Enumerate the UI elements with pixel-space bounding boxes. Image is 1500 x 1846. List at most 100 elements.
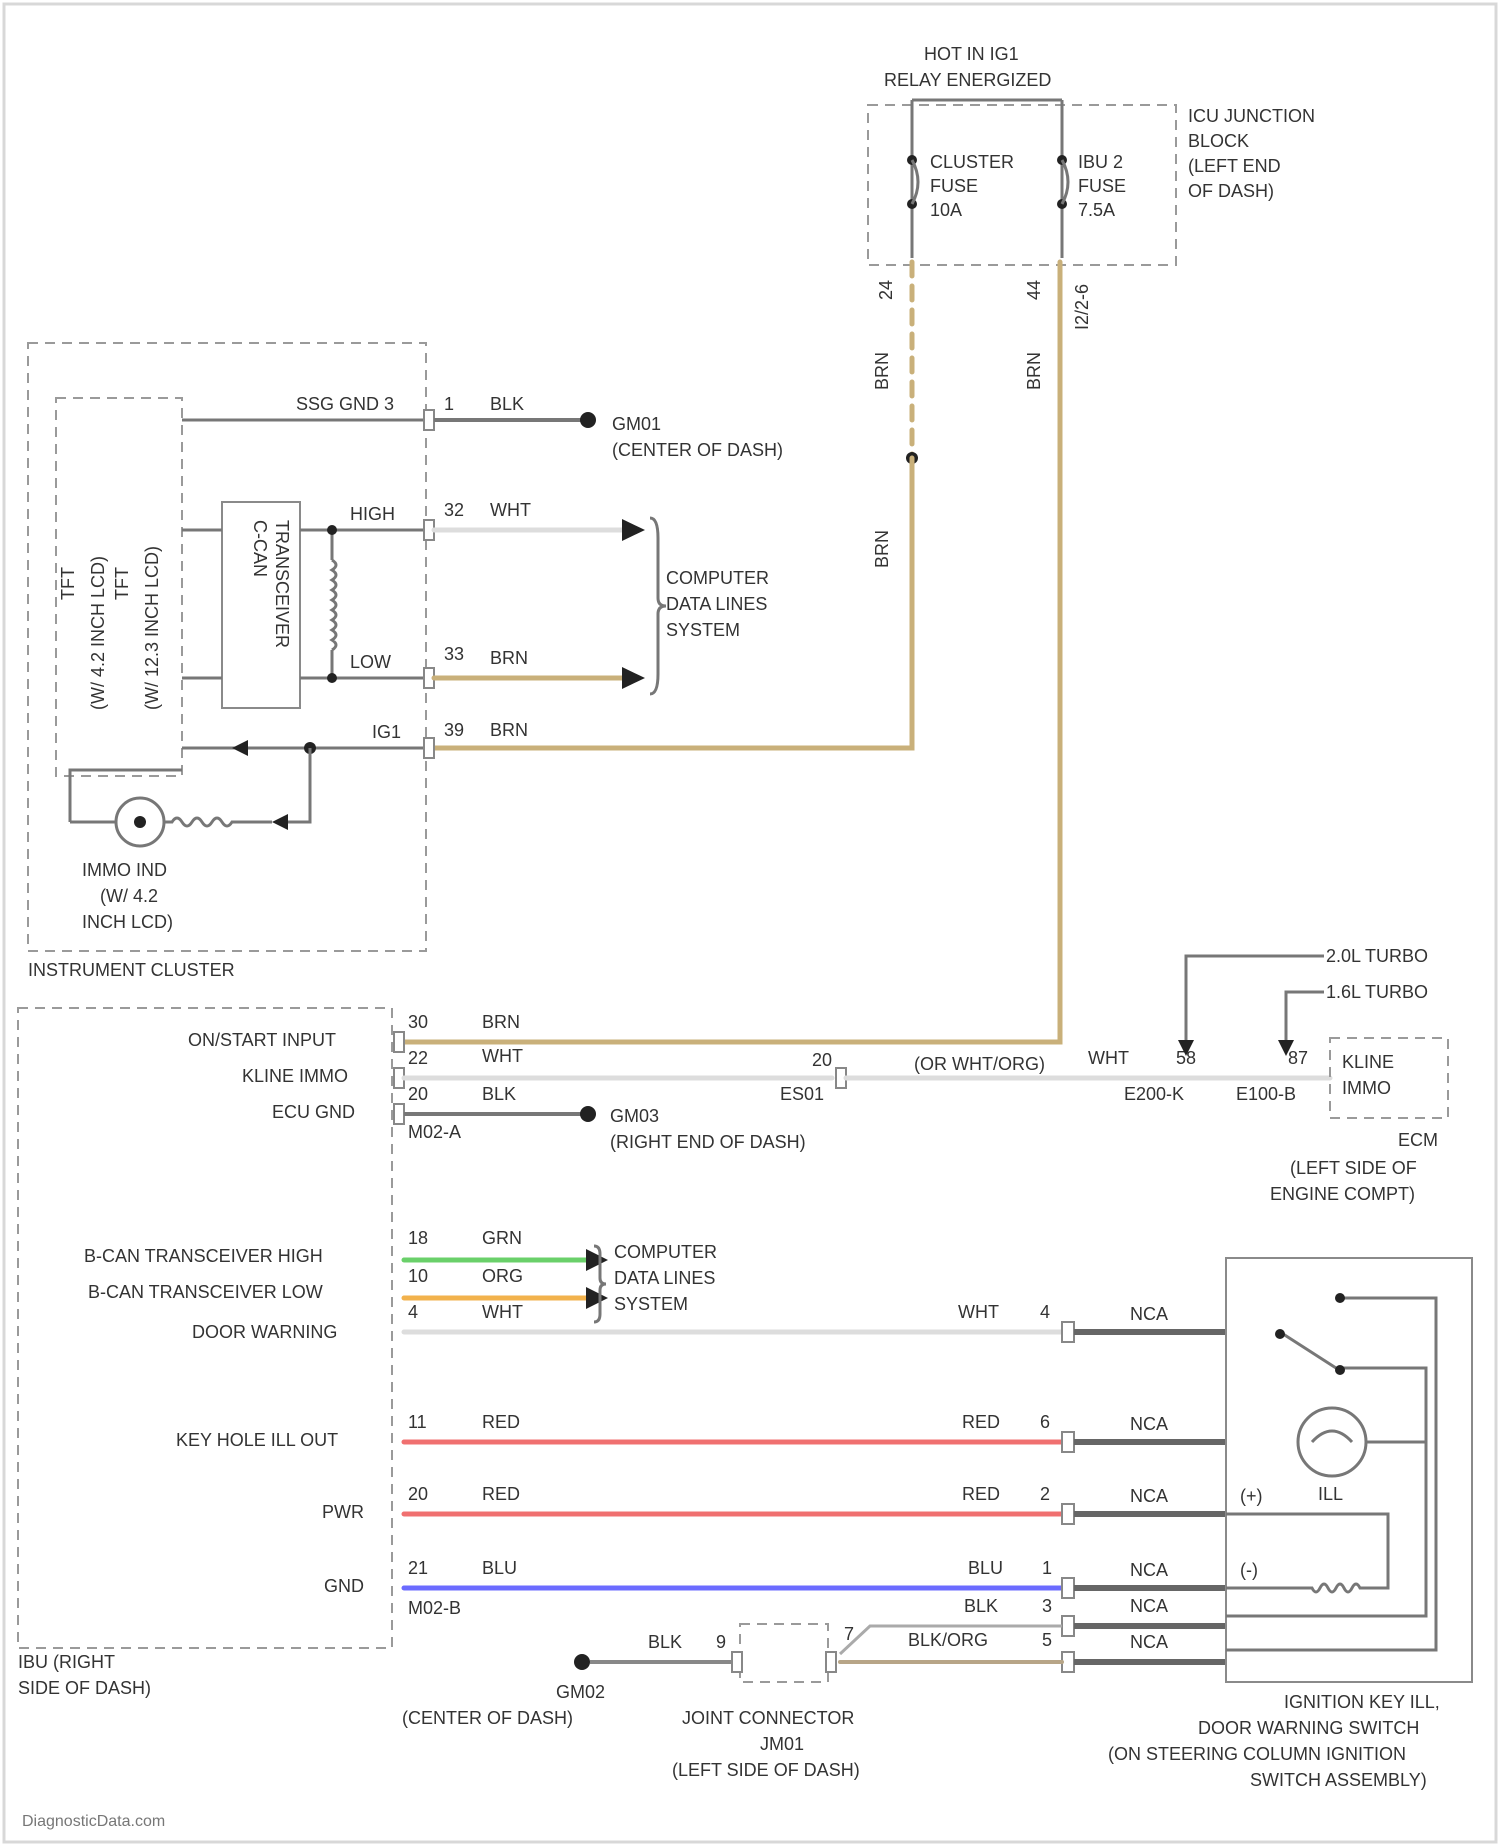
m02b-label: M02-B	[408, 1598, 461, 1618]
computer-data-lines-label: DATA LINES	[666, 594, 767, 614]
nca-label: NCA	[1130, 1304, 1168, 1324]
ibu-fuse-label: IBU 2	[1078, 152, 1123, 172]
icu-jb-label-3: (LEFT END	[1188, 156, 1281, 176]
pin-number: 87	[1288, 1048, 1308, 1068]
joint-connector-label: JM01	[760, 1734, 804, 1754]
b-can-low-label: B-CAN TRANSCEIVER LOW	[88, 1282, 323, 1302]
immo-ind-label: INCH LCD)	[82, 912, 173, 932]
ill-label: ILL	[1318, 1484, 1343, 1504]
pin-number: 6	[1040, 1412, 1050, 1432]
wire-label-brn: BRN	[490, 648, 528, 668]
pin-number: 2	[1040, 1484, 1050, 1504]
relay-energized-label: RELAY ENERGIZED	[884, 70, 1051, 90]
switch-label: DOOR WARNING SWITCH	[1198, 1718, 1419, 1738]
gm03-location: (RIGHT END OF DASH)	[610, 1132, 806, 1152]
switch-label: SWITCH ASSEMBLY)	[1250, 1770, 1427, 1790]
pin-number: 18	[408, 1228, 428, 1248]
pin-number: 4	[408, 1302, 418, 1322]
ecu-gnd-label: ECU GND	[272, 1102, 355, 1122]
connector-pin	[732, 1652, 742, 1672]
pin-number: 5	[1042, 1630, 1052, 1650]
gm01-location: (CENTER OF DASH)	[612, 440, 783, 460]
pin-number: 9	[716, 1632, 726, 1652]
es01-label: ES01	[780, 1084, 824, 1104]
pin-number: 7	[844, 1624, 854, 1644]
or-wht-org-label: (OR WHT/ORG)	[914, 1054, 1045, 1074]
instrument-cluster-label: INSTRUMENT CLUSTER	[28, 960, 235, 980]
connector-pin	[1062, 1504, 1074, 1524]
wire-label-red: RED	[482, 1484, 520, 1504]
tft-to-transceiver	[182, 530, 222, 678]
pin-number: 11	[408, 1412, 427, 1432]
pin-number: 10	[408, 1266, 428, 1286]
wire-label-grn: GRN	[482, 1228, 522, 1248]
ecm-location: (LEFT SIDE OF	[1290, 1158, 1417, 1178]
gm01-label: GM01	[612, 414, 661, 434]
tft-label: TFT	[58, 567, 78, 600]
icu-jb-label-2: BLOCK	[1188, 131, 1249, 151]
connector-pin	[424, 410, 434, 430]
immo-ind-label: (W/ 4.2	[100, 886, 158, 906]
wire-label-brn: BRN	[482, 1012, 520, 1032]
pin-number: 3	[1042, 1596, 1052, 1616]
immo-resistor	[70, 818, 272, 826]
arrow-icon	[622, 667, 645, 689]
switch-contact	[1275, 1329, 1285, 1339]
nca-label: NCA	[1130, 1632, 1168, 1652]
cluster-fuse-label: FUSE	[930, 176, 978, 196]
wire-label-red: RED	[962, 1412, 1000, 1432]
icu-junction-block	[868, 105, 1176, 265]
terminal-44: 44	[1024, 280, 1044, 300]
pin-number: 20	[812, 1050, 832, 1070]
connector-pin	[1062, 1578, 1074, 1598]
joint-connector-label: (LEFT SIDE OF DASH)	[672, 1760, 860, 1780]
pin-number: 4	[1040, 1302, 1050, 1322]
connector-pin	[1062, 1432, 1074, 1452]
ssg-gnd-label: SSG GND 3	[296, 394, 394, 414]
immo-indicator-center	[134, 816, 146, 828]
pin-number: 39	[444, 720, 464, 740]
gm02-label: GM02	[556, 1682, 605, 1702]
pin-number: 33	[444, 644, 464, 664]
e100b-label: E100-B	[1236, 1084, 1296, 1104]
ibu-label: IBU (RIGHT	[18, 1652, 115, 1672]
wire-label-wht: WHT	[958, 1302, 999, 1322]
arrow-icon	[232, 740, 248, 756]
pin-number: 20	[408, 1484, 428, 1504]
connector-pin	[424, 738, 434, 758]
termination-resistor-icon	[332, 560, 336, 650]
c-can-label: TRANSCEIVER	[272, 520, 292, 648]
terminal-24: 24	[876, 280, 896, 300]
ground-gm02-icon	[574, 1654, 590, 1670]
gnd-label: GND	[324, 1576, 364, 1596]
computer-data-lines-label: COMPUTER	[666, 568, 769, 588]
computer-data-lines-label: SYSTEM	[666, 620, 740, 640]
connector-pin	[394, 1032, 404, 1052]
m02a-label: M02-A	[408, 1122, 461, 1142]
wire-label-brn: BRN	[1024, 352, 1044, 390]
pin-number: 20	[408, 1084, 428, 1104]
switch-contact	[1335, 1365, 1345, 1375]
wire-label-blk: BLK	[964, 1596, 998, 1616]
kline-label: IMMO	[1342, 1078, 1391, 1098]
watermark: DiagnosticData.com	[22, 1813, 165, 1830]
e200k-label: E200-K	[1124, 1084, 1184, 1104]
arrow-icon	[622, 519, 645, 541]
pin-number: 1	[444, 394, 454, 414]
wire-label-wht: WHT	[490, 500, 531, 520]
diagram-frame	[4, 4, 1496, 1842]
arrow-icon	[586, 1287, 608, 1309]
switch-label: (ON STEERING COLUMN IGNITION	[1108, 1744, 1406, 1764]
arrow-icon	[586, 1249, 608, 1271]
splice-node	[327, 525, 337, 535]
on-start-input-label: ON/START INPUT	[188, 1030, 336, 1050]
kline-label: KLINE	[1342, 1052, 1394, 1072]
wire-label-red: RED	[962, 1484, 1000, 1504]
bracket	[650, 518, 666, 694]
connector-pin	[1062, 1322, 1074, 1342]
cluster-fuse-rating: 10A	[930, 200, 962, 220]
computer-data-lines-label: SYSTEM	[614, 1294, 688, 1314]
gm03-label: GM03	[610, 1106, 659, 1126]
ibu-fuse-rating: 7.5A	[1078, 200, 1115, 220]
